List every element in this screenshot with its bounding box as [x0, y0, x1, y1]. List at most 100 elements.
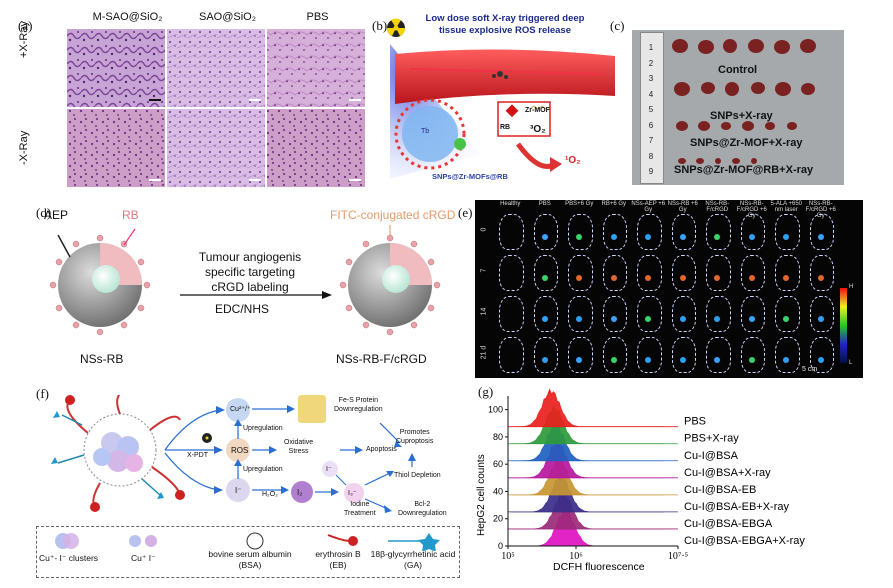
mouse-outline	[602, 337, 627, 373]
mouse-outline	[706, 214, 731, 250]
group-header: Healthy	[500, 201, 521, 207]
tumor-signal	[748, 356, 755, 363]
y-tick-label: 60	[493, 459, 503, 469]
y-axis-label: HepG2 cell counts	[476, 454, 487, 536]
mouse-outline	[671, 255, 696, 291]
mouse-outline	[533, 296, 558, 332]
mouse-outline	[602, 214, 627, 250]
legend-bsa: bovine serum albumin(BSA)	[208, 549, 292, 570]
group-snps-zrmof-xray: SNPs@Zr-MOF+X-ray	[690, 137, 803, 149]
day-label: 21 d	[480, 345, 488, 360]
triplet-oxygen-label: ³O₂	[530, 124, 546, 135]
legend-ions: Cu⁺ I⁻	[131, 553, 156, 563]
mouse-outline	[499, 337, 524, 373]
mouse-outline	[706, 255, 731, 291]
mouse-outline	[602, 255, 627, 291]
row-label-minus-xray: -X-Ray	[18, 130, 30, 165]
apoptosis-label: Apoptosis	[366, 446, 397, 453]
col-header-pbs: PBS	[306, 11, 329, 23]
nanosphere-right	[339, 225, 441, 336]
tumor-signal	[714, 356, 721, 363]
tumor-signal	[541, 274, 548, 281]
mouse-outline	[775, 337, 800, 373]
mouse-outline	[568, 296, 593, 332]
cluster-particle	[51, 395, 185, 512]
mouse-outline	[671, 214, 696, 250]
series-legend-label: Cu-I@BSA-EBGA	[684, 518, 773, 530]
mouse-outline	[740, 337, 765, 373]
tumor-signal	[541, 233, 548, 240]
y-tick-label: 20	[493, 514, 503, 524]
histology-image-pbs-plus	[267, 29, 365, 107]
series-legend-label: Cu-I@BSA-EBGA+X-ray	[684, 535, 805, 547]
transform-arrow	[180, 291, 332, 299]
x-tick-label: 10⁵	[501, 551, 515, 562]
series-legend-label: PBS+X-ray	[684, 433, 739, 445]
iodide-node	[226, 478, 250, 502]
tumor-signal	[817, 233, 824, 240]
y-tick-label: 40	[493, 486, 503, 496]
mouse-outline	[775, 296, 800, 332]
group-header: PBS+6 Gy	[565, 201, 594, 207]
legend-box: Cu⁺- I⁻ clusters Cu⁺ I⁻ bovine serum alb…	[36, 526, 460, 578]
histology-image-pbs-minus	[267, 109, 365, 187]
thiol-label: Thiol Depletion	[394, 472, 441, 479]
i-minus-label: I⁻	[326, 466, 332, 473]
mechanism-diagram	[51, 395, 416, 513]
singlet-oxygen-label: ¹O₂	[565, 155, 581, 166]
panel-g-label: (g)	[478, 384, 494, 399]
i2-node	[291, 481, 313, 503]
reagent-label: EDC/NHS	[215, 302, 270, 316]
group-snps-xray: SNPs+X-ray	[710, 110, 773, 122]
mouse-outline	[637, 337, 662, 373]
tumor-signal	[541, 356, 548, 363]
group-header: PBS	[538, 201, 551, 207]
mouse-outline	[775, 255, 800, 291]
mouse-outline	[740, 214, 765, 250]
tumor-signal	[679, 315, 686, 322]
nanoparticle-core	[402, 106, 458, 162]
xray-ros-schematic	[387, 18, 615, 179]
mouse-outline	[637, 296, 662, 332]
mouse-outline	[533, 214, 558, 250]
day-label: 0	[480, 227, 488, 232]
i3-node	[344, 483, 364, 503]
histology-image-msao-plus	[67, 29, 165, 107]
panel-b-caption: SNPs@Zr-MOFs@RB	[432, 172, 508, 181]
mouse-outline	[809, 296, 834, 332]
tumor-signal	[679, 356, 686, 363]
tumor-signal	[645, 356, 652, 363]
group-header: NSs-RB +6 Gy	[667, 201, 698, 213]
group-snps-zrmof-rb-xray: SNPs@Zr-MOF@RB+X-ray	[674, 164, 814, 176]
mouse-outline	[740, 255, 765, 291]
tumor-signal	[576, 356, 583, 363]
tumor-signal	[748, 274, 755, 281]
col-header-sao: SAO@SiO₂	[198, 11, 256, 23]
group-header: 5-ALA +650 nm laser	[770, 201, 803, 213]
series-legend-label: Cu-I@BSA-EB	[684, 484, 756, 496]
panel-e-label: (e)	[458, 205, 473, 220]
cu-label: Cu²⁺/⁺	[230, 406, 251, 413]
ros-arrow	[515, 142, 557, 169]
tumor-specimens	[672, 39, 816, 164]
tumor-signal	[748, 233, 755, 240]
intensity-colorbar	[840, 288, 847, 363]
ruler	[640, 32, 664, 184]
col-header-msao: M-SAO@SiO₂	[92, 11, 163, 23]
nss-rb-label: NSs-RB	[80, 352, 124, 366]
nanosphere-left	[49, 228, 151, 336]
mouse-outline	[499, 296, 524, 332]
day-label: 7	[480, 268, 488, 273]
nanosphere-schematic	[49, 225, 441, 336]
colorbar-low: L	[849, 360, 853, 366]
mouse-outline	[706, 337, 731, 373]
series-legend-label: Cu-I@BSA-EB+X-ray	[684, 501, 789, 513]
tumor-signal	[817, 356, 824, 363]
panel-d-label: (d)	[36, 205, 52, 220]
